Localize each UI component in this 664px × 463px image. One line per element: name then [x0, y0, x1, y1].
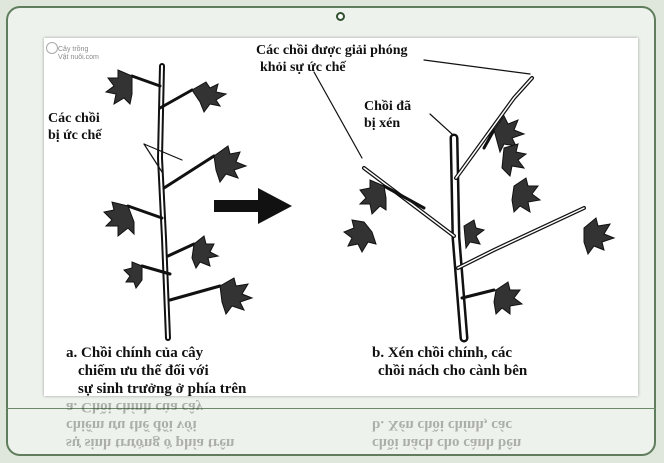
cut-pointer [430, 114, 452, 134]
caption-b: b. Xén chồi chính, các chồi nách cho càn… [372, 344, 527, 380]
caption-b-line-2: chồi nách cho cành bên [372, 362, 527, 380]
released-pointer [314, 72, 362, 158]
plant-a-leaves [104, 70, 252, 314]
diagram-image: Cây trồng Vật nuôi.com [44, 38, 638, 396]
transition-arrow [214, 188, 292, 224]
reflection-caption-b: chồi nách cho cành bên b. Xén chồi chính… [372, 416, 521, 452]
plant-drawing [44, 38, 638, 396]
plant-a-branch-3 [164, 156, 214, 188]
image-reflection: sự sinh trưởng ở phía trên chiếm ưu thế … [44, 398, 638, 458]
plant-a-branch-1 [160, 90, 192, 108]
reflection-a-line-1: a. Chồi chính của cây [66, 398, 234, 416]
plant-a-branch-2 [132, 76, 160, 86]
label-inhibited-line-2: bị ức chế [48, 127, 102, 144]
top-ring-icon [336, 12, 345, 21]
plant-a-branch-5 [168, 244, 194, 256]
label-cut-bud: Chồi đã bị xén [364, 98, 411, 132]
label-released-line-1: Các chồi được giải phóng [256, 42, 408, 59]
caption-a-line-3: sự sinh trưởng ở phía trên [66, 380, 246, 396]
plant-b-branch-4 [462, 290, 494, 298]
label-inhibited-line-1: Các chồi [48, 110, 102, 127]
reflection-b-line-2: chồi nách cho cành bên [372, 434, 521, 452]
reflection-a-line-2: chiếm ưu thế đối với [66, 416, 234, 434]
label-inhibited-buds: Các chồi bị ức chế [48, 110, 102, 144]
plant-a-branch-6 [170, 286, 220, 300]
plant-a-branch-4 [128, 206, 162, 218]
plant-b-branch-5 [384, 186, 424, 208]
reflection-caption-a: sự sinh trưởng ở phía trên chiếm ưu thế … [66, 398, 234, 452]
label-cut-line-1: Chồi đã [364, 98, 411, 115]
caption-a: a. Chồi chính của cây chiếm ưu thế đối v… [66, 344, 246, 396]
label-released-line-2: khỏi sự ức chế [256, 59, 408, 76]
reflection-b-line-1: b. Xén chồi chính, các [372, 416, 521, 434]
label-cut-line-2: bị xén [364, 115, 411, 132]
released-pointer-2 [424, 60, 530, 74]
label-released-buds: Các chồi được giải phóng khỏi sự ức chế [256, 42, 408, 76]
reflection-a-line-3: sự sinh trưởng ở phía trên [66, 434, 234, 452]
plant-b [314, 60, 584, 338]
caption-a-line-2: chiếm ưu thế đối với [66, 362, 246, 380]
caption-b-line-1: b. Xén chồi chính, các [372, 344, 527, 362]
caption-a-line-1: a. Chồi chính của cây [66, 344, 246, 362]
